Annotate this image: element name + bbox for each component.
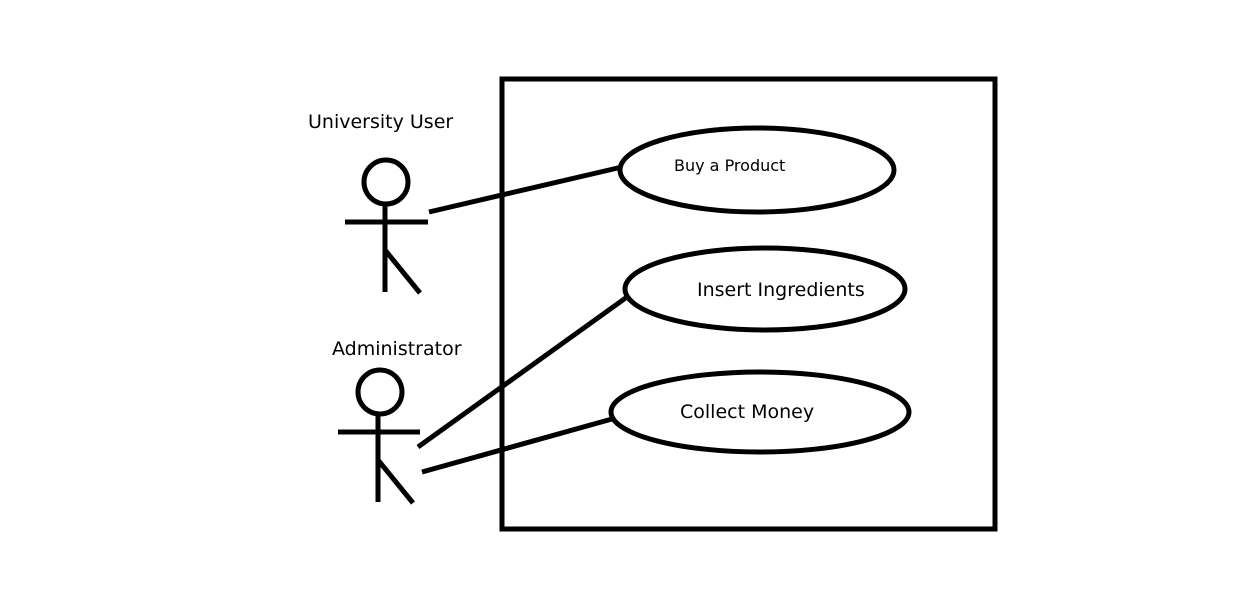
association-administrator-insert-ingredients — [416, 294, 629, 450]
use-case-label: Buy a Product — [674, 156, 785, 175]
stick-figure-icon — [345, 157, 428, 295]
use-case-ellipse — [608, 369, 912, 455]
use-case-ellipse — [622, 245, 908, 333]
association-university-user-buy-a-product — [428, 164, 623, 215]
use-case-label: Collect Money — [680, 401, 814, 423]
actor-label: University User — [308, 111, 453, 133]
use-case-insert-ingredients[interactable]: Insert Ingredients — [622, 245, 908, 333]
use-case-buy-a-product[interactable]: Buy a Product — [617, 125, 897, 215]
use-case-collect-money[interactable]: Collect Money — [608, 369, 912, 455]
actor-administrator[interactable]: Administrator — [332, 338, 462, 505]
association-administrator-collect-money — [421, 416, 613, 475]
stick-figure-icon — [338, 367, 420, 505]
system-boundary — [499, 76, 998, 532]
use-case-label: Insert Ingredients — [697, 279, 865, 301]
actor-label: Administrator — [332, 338, 462, 360]
actor-university-user[interactable]: University User — [308, 111, 453, 295]
use-case-ellipse — [617, 125, 897, 215]
